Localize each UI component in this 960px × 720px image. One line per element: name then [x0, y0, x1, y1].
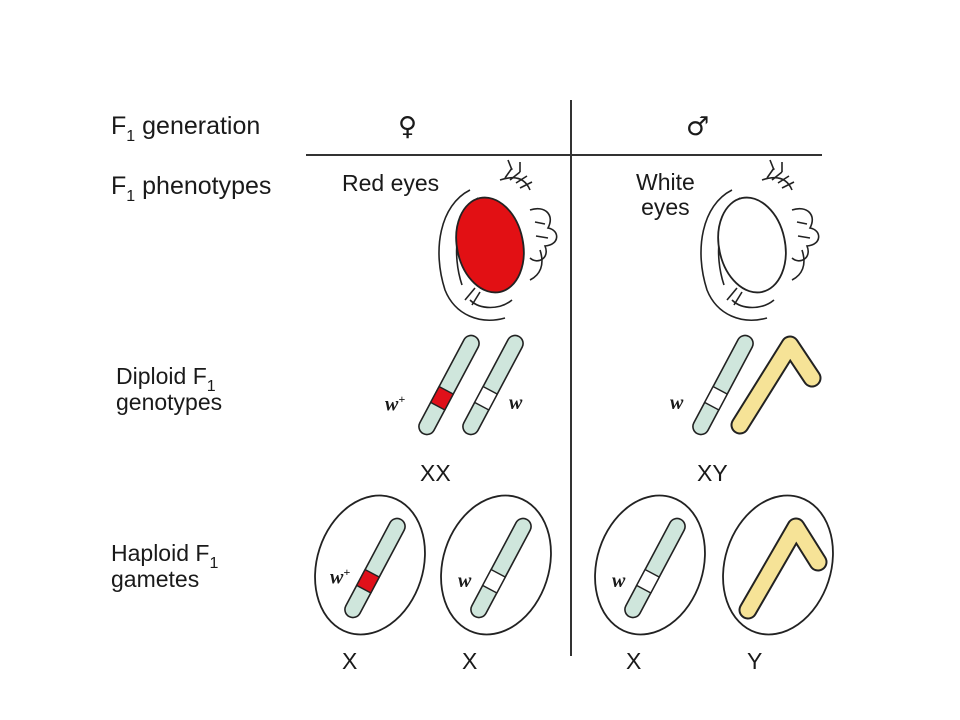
female-phenotype-label: Red eyes	[342, 170, 440, 196]
gamete-label-1: X	[342, 648, 358, 674]
row-label-genotypes: Diploid F1 genotypes	[116, 363, 223, 416]
gamete-oval-4	[722, 494, 834, 636]
male-genotype-label: XY	[697, 460, 728, 486]
red-eye	[455, 196, 525, 294]
male-symbol: ♂	[686, 112, 710, 142]
row-label-generation: F1 generation	[111, 112, 261, 145]
gamete-3-x-chromosome-mutant	[624, 517, 686, 619]
row-label-phenotypes: F1 phenotypes	[111, 172, 272, 205]
female-x-chromosome-mutant	[462, 334, 524, 436]
white-eye	[717, 196, 787, 294]
gamete-1-x-chromosome-wildtype	[344, 517, 406, 619]
gamete-3-allele-label: w	[612, 570, 626, 592]
gamete-label-3: X	[626, 648, 642, 674]
gamete-oval-3	[594, 494, 706, 636]
row-label-gametes: Haploid F1 gametes	[111, 540, 219, 593]
allele-label-male-mutant: w	[670, 392, 684, 414]
female-symbol: ♀	[398, 112, 418, 142]
gamete-oval-1	[314, 494, 426, 636]
male-fly-head	[700, 159, 820, 321]
gamete-label-4: Y	[747, 648, 763, 674]
gamete-1-allele-label: w+	[330, 565, 351, 589]
male-x-chromosome-mutant	[692, 334, 754, 436]
gamete-oval-2	[440, 494, 552, 636]
allele-label-wildtype: w+	[385, 392, 406, 416]
gamete-label-2: X	[462, 648, 478, 674]
gamete-2-allele-label: w	[458, 570, 472, 592]
female-genotype-label: XX	[420, 460, 451, 486]
male-phenotype-label: White eyes	[636, 169, 695, 221]
female-x-chromosome-wildtype	[418, 334, 480, 436]
allele-label-mutant: w	[509, 392, 523, 414]
female-fly-head	[438, 159, 558, 321]
gamete-2-x-chromosome-mutant	[470, 517, 532, 619]
